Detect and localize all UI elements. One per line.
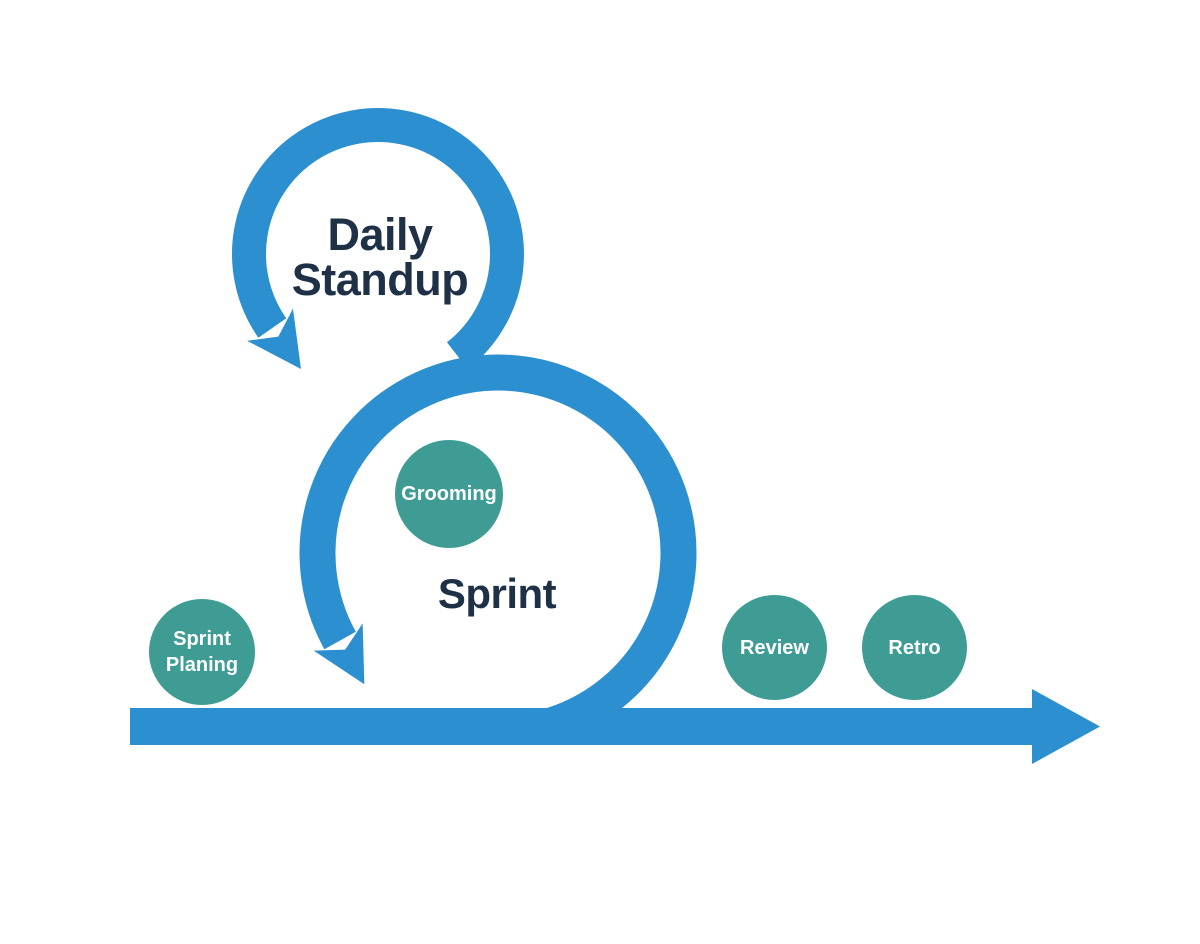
retro-badge-label: Retro	[888, 636, 941, 659]
timeline-arrowhead-icon	[1032, 689, 1100, 764]
review-badge-label: Review	[740, 636, 809, 659]
sprint-label: Sprint	[437, 570, 557, 617]
review-badge: Review	[722, 595, 827, 700]
sprint-planing-badge-line2: Planing	[165, 654, 239, 676]
daily-standup-label-line2: Standup	[291, 254, 469, 305]
daily-standup-label-line1: Daily	[327, 209, 433, 260]
grooming-badge-label: Grooming	[401, 483, 497, 505]
sprint-loop-arrow	[299, 354, 697, 745]
grooming-badge: Grooming	[395, 440, 503, 548]
retro-badge: Retro	[862, 595, 967, 700]
sprint-planing-badge: Sprint Planing	[149, 599, 255, 705]
daily-standup-loop-arrow	[232, 108, 524, 370]
sprint-planing-badge-line1: Sprint	[173, 628, 231, 650]
daily-standup-label: Daily Standup	[291, 209, 469, 305]
